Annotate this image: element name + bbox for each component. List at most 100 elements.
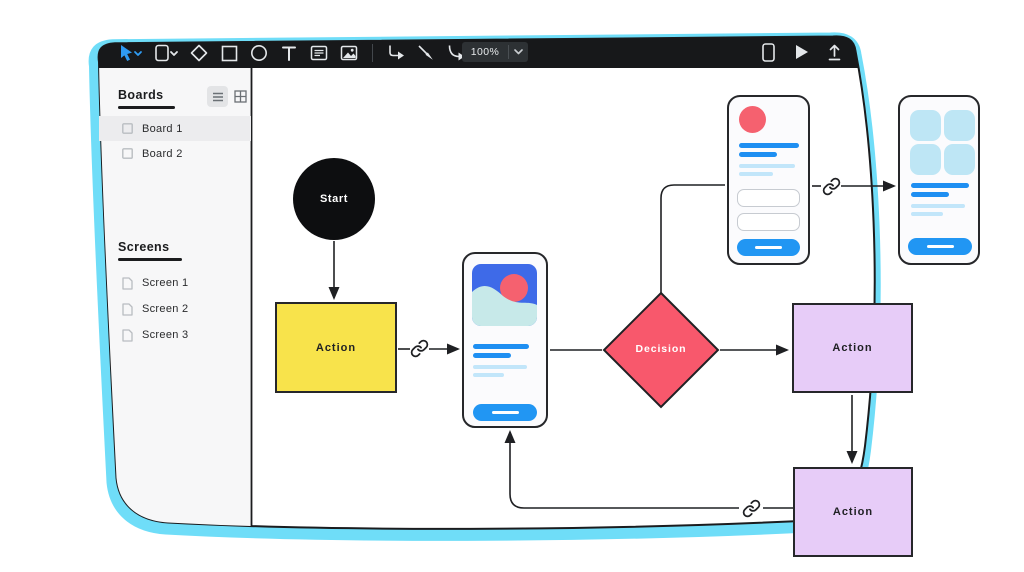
sidebar-item-screen-3[interactable]: Screen 3: [99, 322, 251, 348]
text-icon: [282, 46, 296, 61]
action-node-purple-top[interactable]: Action: [792, 303, 913, 393]
action-node-purple-bottom[interactable]: Action: [793, 467, 913, 557]
ellipse-icon: [251, 45, 267, 61]
page-icon: [122, 328, 133, 342]
chevron-down-icon: [509, 49, 528, 55]
sidebar-item-screen-1[interactable]: Screen 1: [99, 270, 251, 296]
wave-shape: [472, 286, 537, 326]
line-connector-button[interactable]: [416, 43, 436, 63]
board-label: Board 2: [142, 147, 183, 160]
sidebar-item-board-2[interactable]: Board 2: [99, 141, 251, 166]
screen-label: Screen 3: [142, 329, 189, 341]
list-icon: [212, 92, 223, 101]
text-placeholder: [739, 152, 777, 157]
text-placeholder: [739, 164, 795, 168]
curve-connector-icon: [448, 45, 464, 61]
screens-title-underline: [118, 258, 182, 261]
grid-icon: [234, 90, 247, 103]
action-node-label: Action: [832, 506, 874, 518]
grid-tile: [944, 144, 975, 175]
note-tool-button[interactable]: [309, 43, 329, 63]
page-icon: [122, 276, 133, 290]
image-card: [472, 264, 537, 326]
ellipse-tool-button[interactable]: [249, 43, 269, 63]
phone-icon: [761, 42, 775, 62]
link-icon[interactable]: [409, 338, 429, 358]
device-preview-button[interactable]: [758, 42, 778, 62]
button-placeholder: [908, 238, 972, 255]
upload-icon: [828, 44, 840, 60]
action-node-label: Action: [832, 342, 873, 354]
board-icon: [122, 123, 133, 134]
diamond-tool-button[interactable]: [189, 43, 209, 63]
rectangle-icon: [221, 45, 237, 61]
text-placeholder: [739, 143, 799, 148]
screen-mockup-grid[interactable]: [898, 95, 980, 265]
elbow-connector-button[interactable]: [386, 43, 406, 63]
diamond-icon: [190, 44, 208, 62]
text-placeholder: [911, 183, 969, 188]
play-icon: [795, 45, 808, 59]
export-button[interactable]: [824, 42, 844, 62]
sidebar-bg: [98, 68, 252, 529]
text-placeholder: [473, 373, 504, 377]
sidebar-item-screen-2[interactable]: Screen 2: [99, 296, 251, 322]
screens-list: Screen 1 Screen 2 Screen 3: [99, 270, 251, 348]
zoom-control[interactable]: 100%: [462, 42, 528, 62]
link-icon[interactable]: [741, 498, 761, 518]
line-connector-icon: [418, 45, 433, 60]
action-node-label: Action: [315, 341, 357, 354]
frame-tool-button[interactable]: [153, 43, 179, 63]
board-icon: [122, 148, 133, 159]
start-node-label: Start: [319, 193, 349, 205]
text-placeholder: [911, 212, 943, 216]
toolbar-right-group: [758, 42, 844, 62]
boards-title-underline: [118, 106, 175, 109]
play-button[interactable]: [791, 42, 811, 62]
screen-mockup-center[interactable]: [462, 252, 548, 428]
list-view-button[interactable]: [207, 86, 228, 107]
text-placeholder: [473, 353, 511, 358]
text-placeholder: [473, 365, 527, 369]
text-tool-button[interactable]: [279, 43, 299, 63]
text-placeholder: [473, 344, 529, 349]
text-placeholder: [739, 172, 773, 176]
text-placeholder: [911, 192, 949, 197]
page-icon: [122, 302, 133, 316]
cursor-icon: [121, 44, 142, 61]
sidebar-item-board-1[interactable]: Board 1: [99, 116, 251, 141]
frame-icon: [155, 44, 178, 61]
note-icon: [310, 45, 328, 61]
grid-view-button[interactable]: [230, 86, 251, 107]
action-node-yellow[interactable]: Action: [275, 302, 397, 393]
boards-list: Board 1 Board 2: [99, 116, 251, 166]
screens-section-title: Screens: [118, 240, 170, 254]
sun-shape: [500, 274, 528, 302]
link-icon[interactable]: [821, 176, 841, 196]
board-label: Board 1: [142, 122, 183, 135]
screen-label: Screen 1: [142, 277, 189, 289]
grid-tile: [944, 110, 975, 141]
boards-section-title: Boards: [118, 88, 164, 102]
screen-label: Screen 2: [142, 303, 189, 315]
button-placeholder: [737, 239, 800, 256]
avatar-placeholder: [739, 106, 766, 133]
input-placeholder: [737, 213, 800, 231]
curve-connector-button[interactable]: [446, 43, 466, 63]
toolbar: [117, 43, 466, 63]
image-icon: [340, 45, 358, 61]
toolbar-divider: [372, 44, 373, 62]
grid-tile: [910, 110, 941, 141]
image-tool-button[interactable]: [339, 43, 359, 63]
input-placeholder: [737, 189, 800, 207]
elbow-connector-icon: [388, 45, 404, 60]
grid-tile: [910, 144, 941, 175]
button-placeholder: [473, 404, 537, 421]
text-placeholder: [911, 204, 965, 208]
cursor-tool-button[interactable]: [117, 43, 143, 63]
screen-mockup-form[interactable]: [727, 95, 810, 265]
start-node[interactable]: Start: [293, 158, 375, 240]
rectangle-tool-button[interactable]: [219, 43, 239, 63]
decision-node-label: Decision: [635, 343, 687, 355]
